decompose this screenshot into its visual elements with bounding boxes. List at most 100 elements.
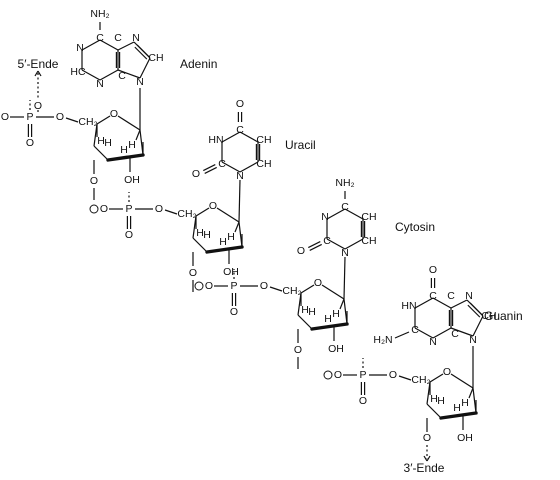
adenine-ring-bond: [99, 39, 119, 51]
sugar-4-h-bond: [468, 387, 474, 399]
guanine-c5: C: [447, 290, 455, 302]
sugar-2-h4: H: [196, 227, 204, 239]
uracil-c2: C: [218, 158, 226, 170]
cytosine-ring-bond: [344, 208, 364, 220]
adenine-ring-bond: [117, 69, 141, 79]
adenine-amino: NH₂: [90, 8, 109, 20]
guanine-n9: N: [469, 334, 477, 346]
guanine-amino: H₂N: [373, 334, 392, 346]
sugar-3-ester-oxygen: O: [260, 280, 268, 292]
adenine-double-bond: [136, 44, 150, 58]
arrowhead-icon: [34, 70, 39, 77]
adenine-ring-bond: [81, 69, 101, 81]
cytosin-label: Cytosin: [395, 220, 435, 234]
sugar-2-ch2: CH₂: [177, 208, 196, 220]
sugar-3-h4: H: [301, 304, 309, 316]
arrowhead-icon: [37, 70, 42, 77]
sugar-3-front-bond: [310, 322, 349, 331]
sugar-2-ring-bond: [216, 207, 240, 223]
sugar-2-h-bond: [234, 221, 240, 233]
sugar-3-h-bond: [339, 298, 345, 310]
sugar-3-h3: H: [308, 306, 316, 318]
link-3-oxygen: O: [90, 175, 98, 187]
cytosine-glycosidic-bond: [343, 256, 346, 300]
five-prime-end-label: 5′-Ende: [18, 57, 59, 71]
link-3-oxygen: O: [189, 267, 197, 279]
cytosine-n1: N: [341, 247, 349, 259]
adenin-label: Adenin: [180, 57, 217, 71]
sugar-1-hydroxyl: OH: [124, 174, 140, 186]
uracil-c2-oxygen: O: [192, 168, 200, 180]
uracil-ring-bond: [221, 161, 241, 173]
sugar-4-ch2: CH₂: [411, 374, 430, 386]
uracil-c5: CH: [256, 134, 271, 146]
uracil-ring-bond: [239, 161, 259, 173]
sugar-4-ring-bond: [450, 373, 474, 389]
negative-charge-icon: [323, 370, 333, 380]
sugar-3-h2: H: [324, 313, 332, 325]
guanine-ring-bond: [472, 315, 484, 337]
uracil-c4: C: [236, 124, 244, 136]
guanine-double-bond: [467, 304, 481, 318]
sugar-1-phosphate-oxygen: O: [26, 137, 34, 149]
guanine-ring-bond: [432, 327, 452, 339]
sugar-1-ring-bond: [93, 145, 109, 161]
sugar-3-h1: H: [332, 308, 340, 320]
three-prime-end-label: 3′-Ende: [404, 461, 445, 475]
guanine-ring-bond: [450, 299, 468, 309]
adenine-n1: N: [76, 42, 84, 54]
negative-charge-icon: [194, 281, 204, 291]
sugar-3-ch2: CH₂: [282, 285, 301, 297]
sugar-1-h-bond: [135, 129, 141, 141]
sugar-1-h4: H: [97, 135, 105, 147]
adenine-c6: C: [96, 32, 104, 44]
bond-lines: [10, 22, 484, 462]
arrowhead-icon: [426, 455, 431, 462]
guanine-ring-bond: [414, 327, 434, 339]
adenine-ring-bond: [117, 41, 135, 51]
guanine-ring-bond: [450, 327, 474, 337]
adenine-c5: C: [114, 32, 122, 44]
uracil-label: Uracil: [285, 138, 316, 152]
sugar-4-h4: H: [430, 393, 438, 405]
adenine-n9: N: [136, 76, 144, 88]
cytosine-carbonyl-bond: [309, 243, 322, 251]
cytosine-n3: N: [321, 211, 329, 223]
sugar-2-phosphate-o-minus: O: [100, 203, 108, 215]
sugar-3-ring-bond: [300, 284, 315, 294]
uracil-ring-bond: [239, 131, 259, 143]
sugar-4-h3: H: [437, 395, 445, 407]
uracil-c6: CH: [256, 158, 271, 170]
sugar-4-c5-bond: [398, 375, 412, 381]
guanine-c4: C: [451, 328, 459, 340]
guanine-n3: N: [429, 336, 437, 348]
sugar-2-c5-bond: [164, 209, 178, 215]
uracil-c4-oxygen: O: [236, 98, 244, 110]
sugar-2-ring-bond: [195, 207, 210, 217]
sugar-1-h1: H: [128, 139, 136, 151]
cytosine-ring-bond: [344, 238, 364, 250]
guanine-c6: C: [429, 290, 437, 302]
uracil-glycosidic-bond: [238, 179, 241, 223]
sugar-2-ester-oxygen: O: [155, 203, 163, 215]
adenine-ring-bond: [81, 39, 101, 51]
sugar-1-phosphorus: P: [26, 111, 33, 123]
sugar-4-ring-bond: [429, 373, 444, 383]
guanine-ring-bond: [414, 297, 434, 309]
cytosine-ring-bond: [326, 238, 346, 250]
five-prime-oxygen: O: [34, 100, 42, 112]
adenine-n7: N: [132, 32, 140, 44]
sugar-4-ring-oxygen: O: [443, 366, 451, 378]
sugar-2-h2: H: [219, 236, 227, 248]
sugar-3-hydroxyl: OH: [328, 343, 344, 355]
sugar-4-h2: H: [453, 402, 461, 414]
sugar-4-phosphorus: P: [359, 369, 366, 381]
uracil-n1: N: [236, 170, 244, 182]
sugar-3-ring-bond: [321, 284, 345, 300]
sugar-1-ch2: CH₂: [78, 116, 97, 128]
sugar-4-phosphate-o-minus: O: [334, 369, 342, 381]
sugar-2-hydroxyl: OH: [223, 266, 239, 278]
cytosine-carbonyl-bond: [308, 241, 321, 249]
cytosine-c2-oxygen: O: [297, 245, 305, 257]
